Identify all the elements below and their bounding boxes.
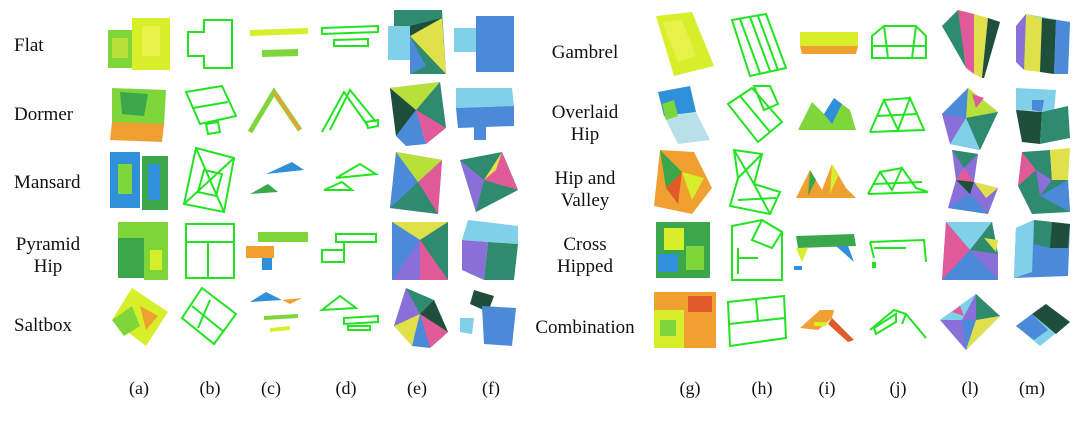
dormer-model	[456, 88, 514, 140]
column-label-e: (e)	[407, 378, 427, 398]
pyramid-hip-point-cloud	[118, 222, 168, 280]
cross-hipped-point-cloud-side	[794, 234, 856, 270]
flat-model	[454, 16, 514, 72]
column-label-d: (d)	[335, 378, 357, 398]
mansard-wireframe-side	[323, 162, 380, 191]
row-label-flat: Flat	[14, 35, 44, 56]
column-label-m: (m)	[1019, 378, 1045, 398]
row-label-cross-hipped: Cross Hipped	[557, 234, 613, 277]
gambrel-segmentation	[942, 10, 1000, 78]
column-label-a: (a)	[129, 378, 149, 398]
row-label-dormer: Dormer	[14, 104, 74, 125]
pyramid-hip-point-cloud-side	[246, 232, 308, 270]
saltbox-point-cloud	[112, 288, 168, 346]
dormer-segmentation	[390, 82, 446, 146]
hip-and-valley-point-cloud-side	[796, 164, 856, 198]
saltbox-wireframe	[180, 286, 238, 346]
hip-and-valley-segmentation	[948, 150, 998, 214]
overlaid-hip-model	[1016, 88, 1070, 144]
combination-point-cloud	[654, 292, 716, 348]
mansard-wireframe	[182, 146, 236, 214]
cross-hipped-wireframe	[731, 218, 784, 281]
mansard-point-cloud-side	[250, 162, 304, 194]
saltbox-wireframe-side	[318, 294, 379, 331]
gambrel-wireframe	[730, 12, 788, 78]
row-label-combination: Combination	[535, 317, 635, 338]
row-label-pyramid-hip: Pyramid Hip	[15, 234, 81, 277]
pyramid-hip-model	[462, 220, 518, 280]
gambrel-point-cloud	[656, 12, 714, 76]
overlaid-hip-wireframe-side	[869, 95, 926, 133]
dormer-wireframe-side	[321, 88, 379, 133]
dormer-point-cloud-side	[247, 87, 303, 134]
column-label-j: (j)	[889, 378, 907, 398]
combination-model	[1016, 304, 1070, 346]
cross-hipped-wireframe-side	[869, 238, 927, 268]
hip-and-valley-point-cloud	[654, 150, 712, 214]
dormer-point-cloud	[110, 88, 166, 142]
flat-wireframe-side	[321, 24, 379, 47]
hip-and-valley-wireframe	[728, 148, 782, 216]
mansard-point-cloud	[110, 152, 168, 210]
column-label-i: (i)	[818, 378, 836, 398]
flat-wireframe	[187, 19, 233, 69]
hip-and-valley-model	[1018, 148, 1070, 214]
gambrel-model	[1016, 14, 1070, 74]
gambrel-point-cloud-side	[800, 32, 858, 54]
row-label-overlaid-hip: Overlaid Hip	[551, 102, 619, 145]
cross-hipped-point-cloud	[656, 222, 710, 278]
saltbox-model	[460, 290, 516, 346]
flat-point-cloud	[108, 18, 170, 70]
row-label-mansard: Mansard	[14, 172, 81, 193]
row-label-hip-and-valley: Hip and Valley	[554, 168, 616, 211]
flat-segmentation	[388, 10, 446, 74]
combination-wireframe	[726, 294, 788, 348]
dormer-wireframe	[184, 84, 238, 136]
overlaid-hip-segmentation	[942, 88, 998, 150]
pyramid-hip-segmentation	[392, 222, 448, 280]
combination-segmentation	[940, 294, 1000, 350]
column-label-f: (f)	[482, 378, 500, 398]
cross-hipped-segmentation	[942, 222, 998, 280]
combination-wireframe-side	[869, 308, 927, 339]
cross-hipped-model	[1014, 220, 1070, 278]
column-label-c: (c)	[261, 378, 281, 398]
mansard-model	[460, 152, 518, 212]
overlaid-hip-wireframe	[726, 85, 784, 144]
column-label-b: (b)	[199, 378, 221, 398]
pyramid-hip-wireframe	[185, 223, 235, 279]
row-label-saltbox: Saltbox	[14, 315, 73, 336]
row-label-gambrel: Gambrel	[551, 42, 619, 63]
overlaid-hip-point-cloud	[658, 86, 710, 144]
pyramid-hip-wireframe-side	[321, 233, 377, 263]
combination-point-cloud-side	[800, 310, 854, 342]
column-label-h: (h)	[751, 378, 773, 398]
column-label-g: (g)	[679, 378, 701, 398]
overlaid-hip-point-cloud-side	[798, 98, 856, 130]
saltbox-segmentation	[394, 288, 448, 348]
gambrel-wireframe-side	[871, 25, 927, 59]
mansard-segmentation	[390, 152, 442, 214]
hip-and-valley-wireframe-side	[867, 165, 929, 195]
flat-point-cloud-side	[250, 28, 308, 57]
saltbox-point-cloud-side	[250, 292, 302, 332]
column-label-l: (l)	[961, 378, 979, 398]
